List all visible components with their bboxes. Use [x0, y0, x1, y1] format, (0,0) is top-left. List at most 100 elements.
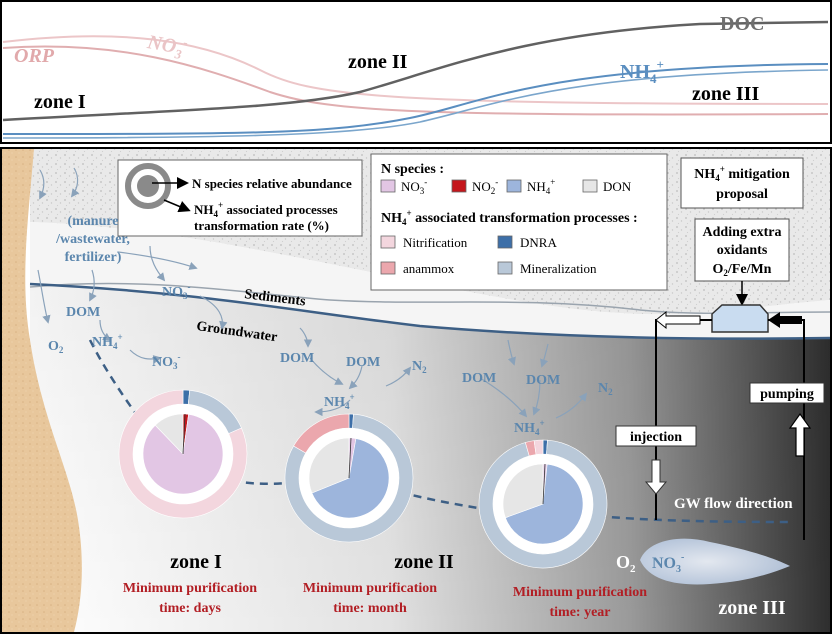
pie-segment [311, 438, 390, 519]
orp-label: ORP [14, 45, 55, 67]
oxidant-line3: O2/Fe/Mn [713, 262, 772, 278]
species-label: DON [603, 179, 632, 194]
oxidant-box [694, 218, 790, 282]
zone3-time-line2: time: year [549, 605, 610, 620]
pie-divider [182, 413, 186, 455]
top-zone1-label: zone I [34, 91, 86, 113]
nh4-top-label: NH4+ [620, 57, 664, 86]
pumping-label-box [749, 382, 825, 404]
treatment-device-icon [711, 304, 769, 333]
oxidant-line2: oxidants [717, 243, 768, 258]
species-swatch [380, 179, 396, 193]
process-label: Nitrification [403, 235, 468, 250]
gw-dashed-path-2 [399, 490, 491, 512]
species-legend-row: NO3- NO2- NH4+ DON [380, 177, 632, 196]
species-swatch [451, 179, 467, 193]
nh4-curve [2, 63, 829, 135]
legend-rate-text-2: transformation rate (%) [194, 218, 329, 233]
pie-segment [308, 437, 350, 494]
process-swatch [497, 261, 513, 275]
species-swatch [582, 179, 598, 193]
zone1-time-line2: time: days [159, 601, 221, 616]
process-legend-item: Mineralization [497, 261, 597, 276]
injection-down-arrow [644, 459, 668, 495]
zone3-bottom-label: zone III [718, 597, 785, 619]
injection-label-box [615, 425, 697, 447]
zone1-abundance-donut [118, 389, 248, 519]
process-swatch [380, 261, 396, 275]
doc-curve [2, 20, 829, 122]
legend-inner-pie-icon [137, 175, 159, 197]
zone1-label: zone I [170, 551, 222, 573]
process-swatch [497, 235, 513, 249]
nh4-label-3: NH4+ [514, 418, 545, 437]
no3-label-2: NO3- [152, 352, 181, 371]
sediments-label: Sediments [244, 287, 307, 309]
plume-no3-label: NO3- [652, 552, 684, 575]
zone3-abundance-donut [478, 439, 608, 569]
injection-label: injection [630, 430, 682, 445]
orp-label-text: ORP [14, 45, 55, 67]
species-label: NH4+ [527, 177, 555, 196]
dom-label-1: DOM [66, 305, 100, 320]
nh4-label-1: NH4+ [92, 332, 123, 351]
gw-flow-label: GW flow direction [674, 496, 793, 512]
n2-label-1: N2 [412, 359, 427, 375]
species-legend-item: NH4+ [506, 177, 555, 196]
svg-text:NH4+: NH4+ [620, 57, 664, 86]
sand-bank [2, 149, 82, 632]
process-legend-item: Nitrification [380, 235, 468, 250]
process-legend-item: anammox [380, 261, 455, 276]
orp-curve [2, 45, 829, 116]
pumping-flow-head [768, 312, 780, 328]
doc-label: DOC [720, 13, 764, 35]
dom-label-5: DOM [526, 373, 560, 388]
zone2-time-line1: Minimum purification [303, 581, 437, 596]
no3-plume [640, 538, 790, 585]
pumping-flow-bar [780, 316, 802, 324]
legend-rate-text: NH4+ associated processes [194, 200, 338, 219]
mitigation-title-line1: NH4+ mitigation [694, 164, 790, 183]
process-label: Mineralization [520, 261, 597, 276]
dom-label-2: DOM [280, 351, 314, 366]
process-label: DNRA [520, 235, 557, 250]
pie-segment [505, 463, 584, 545]
nh4-label-2: NH4+ [324, 392, 355, 411]
top-zone3-label: zone III [692, 83, 759, 105]
process-title: NH4+ associated transformation processes… [381, 208, 638, 227]
top-zone2-label: zone II [348, 51, 408, 73]
pumping-label: pumping [760, 387, 814, 402]
zone3-time-line1: Minimum purification [513, 585, 647, 600]
mitigation-title-line2: proposal [716, 187, 768, 202]
o2-label-left: O2 [48, 339, 64, 355]
dom-label-4: DOM [462, 371, 496, 386]
zone2-label: zone II [394, 551, 454, 573]
pie-segment [154, 413, 184, 455]
no3-curve [2, 35, 829, 105]
pie-divider [348, 437, 352, 479]
vadose-layer [30, 222, 830, 339]
zone2-abundance-donut [284, 413, 414, 543]
legend-rate-arrow [163, 199, 191, 213]
svg-text:NO3-: NO3- [144, 28, 189, 63]
pie-segment [502, 463, 544, 519]
dom-label-3: DOM [346, 355, 380, 370]
source-line2: /wastewater, [55, 232, 130, 247]
groundwater-table-line [29, 282, 831, 340]
process-legend-rows: Nitrification DNRA anammox Mineralization [380, 235, 597, 276]
species-label: NO3- [401, 177, 427, 196]
species-legend-item: NO2- [451, 177, 498, 196]
legend-box-species [370, 153, 668, 291]
pie-divider [542, 463, 546, 505]
mitigation-title-box [680, 157, 804, 209]
n2-label-2: N2 [598, 381, 613, 397]
gw-dashed-path-3 [597, 514, 791, 524]
oxidant-line1: Adding extra [703, 225, 782, 240]
top-panel-frame [0, 0, 832, 144]
species-legend-item: NO3- [380, 177, 427, 196]
no3-top-label: NO3- [144, 28, 189, 63]
species-legend-item: DON [582, 179, 632, 194]
nh4-curve-2 [2, 69, 829, 139]
